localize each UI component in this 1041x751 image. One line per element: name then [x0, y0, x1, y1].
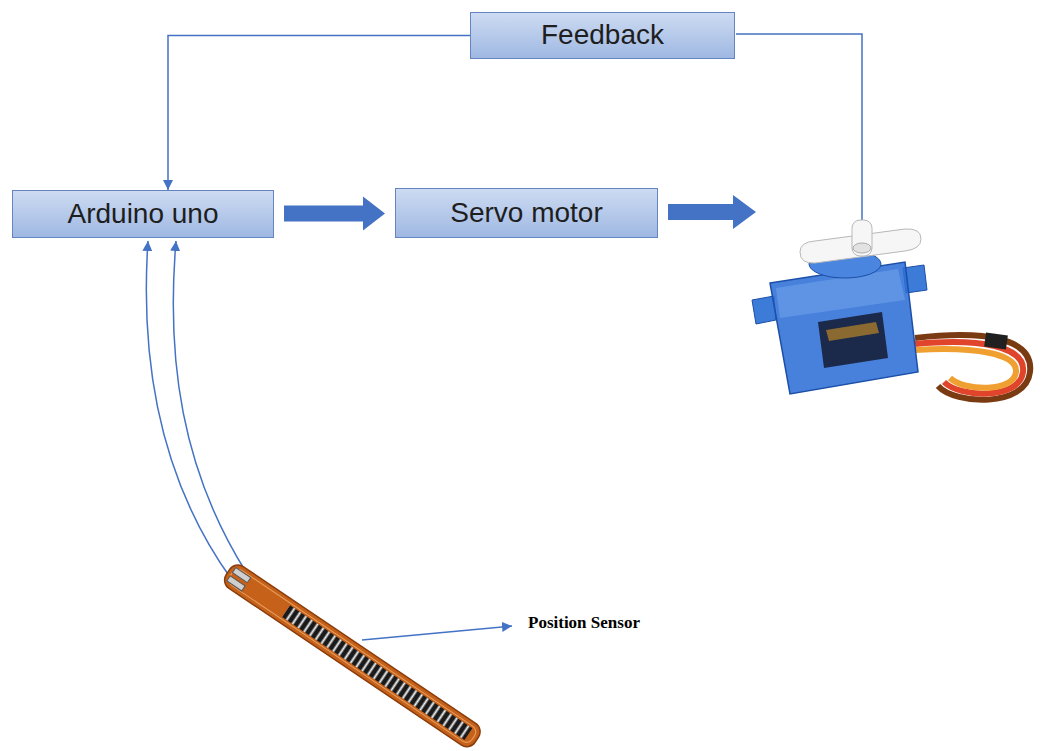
part-label: Position Sensor: [528, 613, 640, 633]
process-box: Arduino uno: [12, 190, 274, 238]
block-arrow: [668, 195, 756, 229]
feedback-line: [736, 34, 862, 222]
process-box: Servo motor: [395, 188, 658, 238]
servo-illustration: [752, 220, 1030, 400]
box-label: Feedback: [541, 19, 664, 51]
sensor-wire: [146, 241, 232, 580]
leader-line: [362, 626, 512, 640]
box-label: Servo motor: [450, 197, 603, 229]
box-label: Arduino uno: [67, 198, 218, 230]
process-box: Feedback: [470, 12, 735, 59]
sensor-wire: [173, 241, 246, 572]
block-arrow: [284, 197, 385, 231]
flex-sensor: [221, 561, 484, 750]
feedback-arrow: [168, 36, 470, 191]
